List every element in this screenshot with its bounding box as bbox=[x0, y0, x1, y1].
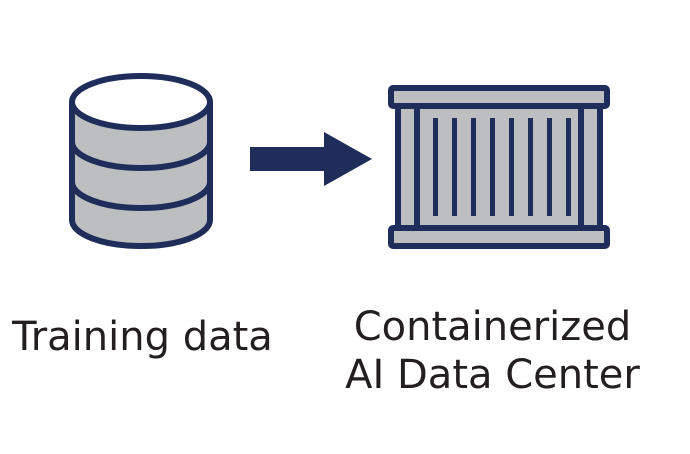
datacenter-label-line-1: Containerized bbox=[353, 304, 632, 350]
arrow-right-icon bbox=[250, 132, 372, 186]
database-icon bbox=[69, 73, 213, 249]
shipping-container-icon bbox=[388, 85, 610, 249]
datacenter-label-line-2: AI Data Center bbox=[345, 352, 640, 398]
training-data-label: Training data bbox=[12, 314, 273, 360]
datacenter-label: Containerized AI Data Center bbox=[320, 303, 665, 399]
